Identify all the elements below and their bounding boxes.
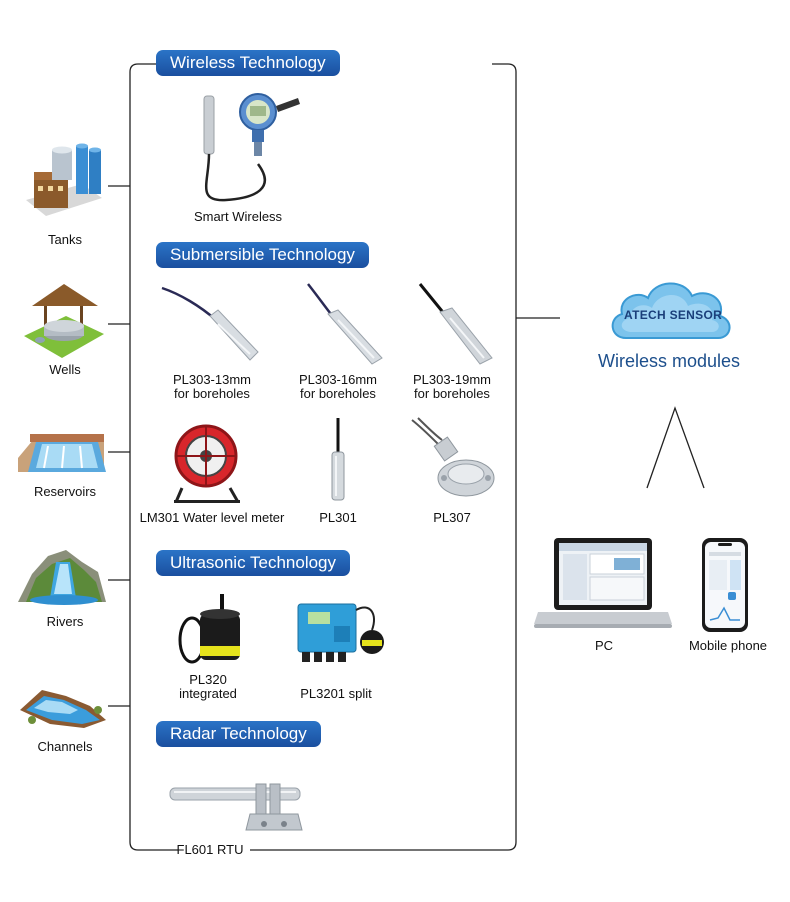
well-icon: [24, 284, 104, 358]
pl320-label-line2: integrated: [179, 686, 237, 701]
channels-label: Channels: [37, 739, 93, 754]
pl301-label: PL301: [319, 510, 357, 525]
pl303-16-label-line2: for boreholes: [300, 386, 376, 401]
section-wireless-technology: Wireless Technology: [156, 50, 340, 76]
cloud-brand-text: ATECH SENSOR: [624, 308, 723, 322]
pl303-13-label-line1: PL303-13mm: [172, 372, 252, 387]
mobile-phone-label: Mobile phone: [688, 638, 768, 653]
cloud-icon: [611, 282, 731, 339]
lm301-reel-image: [174, 424, 240, 503]
section-ultrasonic-technology: Ultrasonic Technology: [156, 550, 350, 576]
section-submersible-technology: Submersible Technology: [156, 242, 369, 268]
rivers-label: Rivers: [46, 614, 84, 629]
channel-icon: [20, 690, 106, 728]
pl320-ultrasonic-sensor-image: [178, 594, 240, 664]
laptop-icon: [534, 538, 672, 628]
pl3201-split-unit-image: [297, 603, 384, 662]
tanks-icon: [26, 143, 102, 216]
pc-label: PC: [594, 638, 614, 653]
pl303-19-probe-image: [418, 283, 493, 365]
fl601-rtu-image: [169, 783, 303, 831]
section-radar-technology: Radar Technology: [156, 721, 321, 747]
pl307-flange-sensor-image: [411, 417, 495, 497]
pl303-19-label-line1: PL303-19mm: [412, 372, 492, 387]
smart-wireless-device-image: [203, 93, 300, 202]
pl307-label: PL307: [433, 510, 471, 525]
river-icon: [18, 550, 106, 605]
pl303-16-probe-image: [307, 283, 383, 365]
pl303-19-label-line2: for boreholes: [414, 386, 490, 401]
fl601-label: FL601 RTU: [176, 842, 244, 857]
pl320-label-line1: PL320: [189, 672, 227, 687]
pl303-16-label-line1: PL303-16mm: [298, 372, 378, 387]
lm301-label: LM301 Water level meter: [139, 510, 285, 525]
mobile-phone-icon: [702, 538, 748, 632]
tanks-label: Tanks: [48, 232, 82, 247]
wells-label: Wells: [49, 362, 81, 377]
pl3201-label: PL3201 split: [300, 686, 372, 701]
wireless-modules-label: Wireless modules: [598, 351, 741, 371]
pl303-13-probe-image: [161, 286, 259, 361]
reservoir-icon: [18, 434, 106, 472]
smart-wireless-label: Smart Wireless: [193, 209, 283, 224]
pl301-sensor-image: [331, 418, 345, 501]
reservoirs-label: Reservoirs: [33, 484, 97, 499]
pl303-13-label-line2: for boreholes: [174, 386, 250, 401]
